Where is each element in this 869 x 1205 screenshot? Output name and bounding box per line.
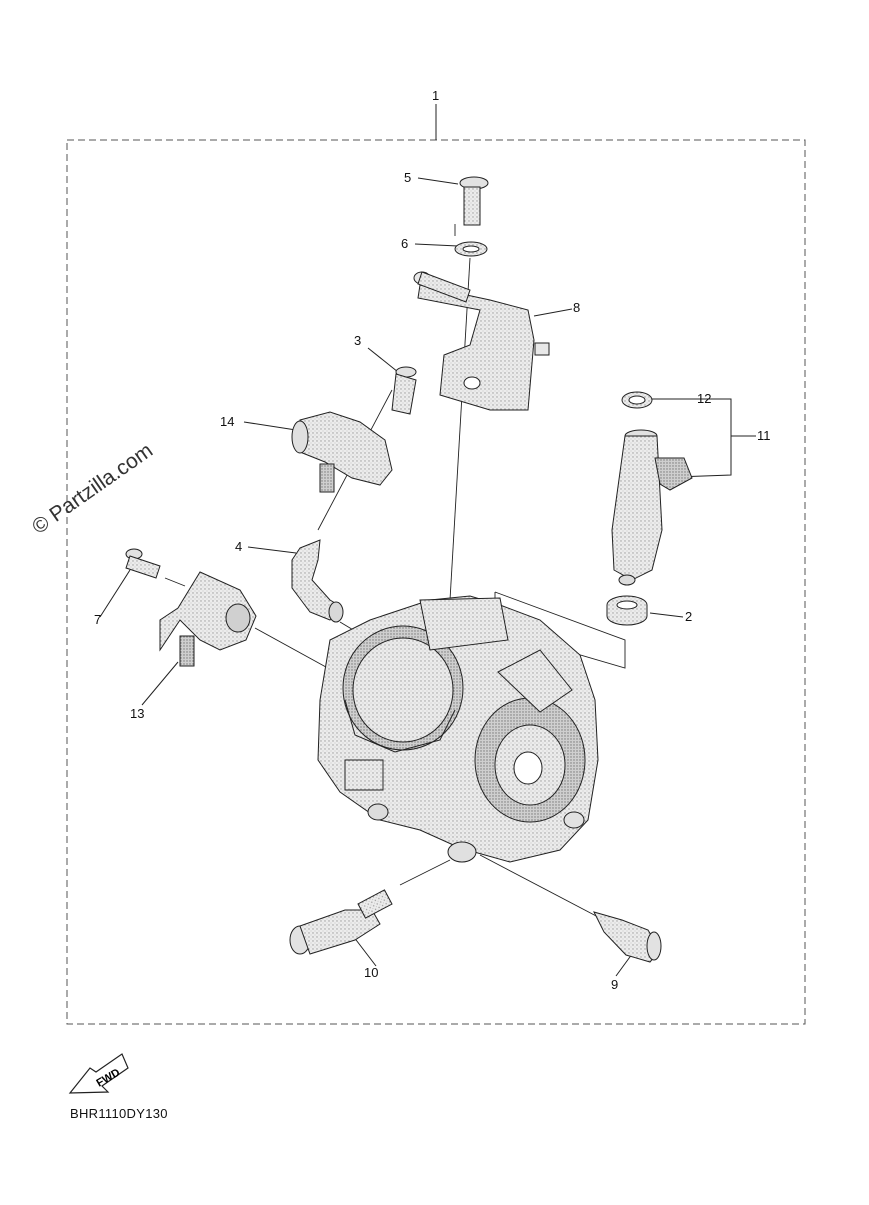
- callout-6: 6: [401, 236, 409, 251]
- part-3-screw: [391, 366, 417, 415]
- callout-10: 10: [364, 965, 379, 980]
- callout-1: 1: [432, 88, 440, 103]
- callout-11: 11: [757, 428, 771, 443]
- part-10-sensor: [289, 889, 393, 955]
- callout-3: 3: [354, 333, 362, 348]
- part-7-screw: [125, 548, 161, 579]
- part-8-bracket: [413, 271, 550, 411]
- part-5-bolt: [459, 176, 489, 226]
- part-2-seal: [606, 595, 648, 626]
- callout-8: 8: [573, 300, 581, 315]
- callout-7: 7: [94, 612, 102, 627]
- part-11-injector: [611, 429, 693, 586]
- callout-13: 13: [130, 706, 145, 721]
- callout-5: 5: [404, 170, 412, 185]
- callout-14: 14: [220, 414, 235, 429]
- part-9-sensor: [593, 911, 662, 963]
- callout-2: 2: [685, 609, 693, 624]
- part-12-oring: [621, 391, 653, 409]
- part-14-sensor: [291, 411, 393, 493]
- part-13-throttle-sensor: [159, 571, 257, 667]
- callout-9: 9: [611, 977, 619, 992]
- callout-12: 12: [697, 391, 712, 406]
- assembly-border: [66, 139, 806, 1025]
- part-6-washer: [454, 241, 488, 257]
- fwd-arrow: FWD: [68, 1053, 129, 1094]
- diagram-code: BHR1110DY130: [70, 1106, 168, 1121]
- throttle-body: [317, 595, 599, 863]
- part-4-hose: [291, 539, 344, 623]
- callout-4: 4: [235, 539, 243, 554]
